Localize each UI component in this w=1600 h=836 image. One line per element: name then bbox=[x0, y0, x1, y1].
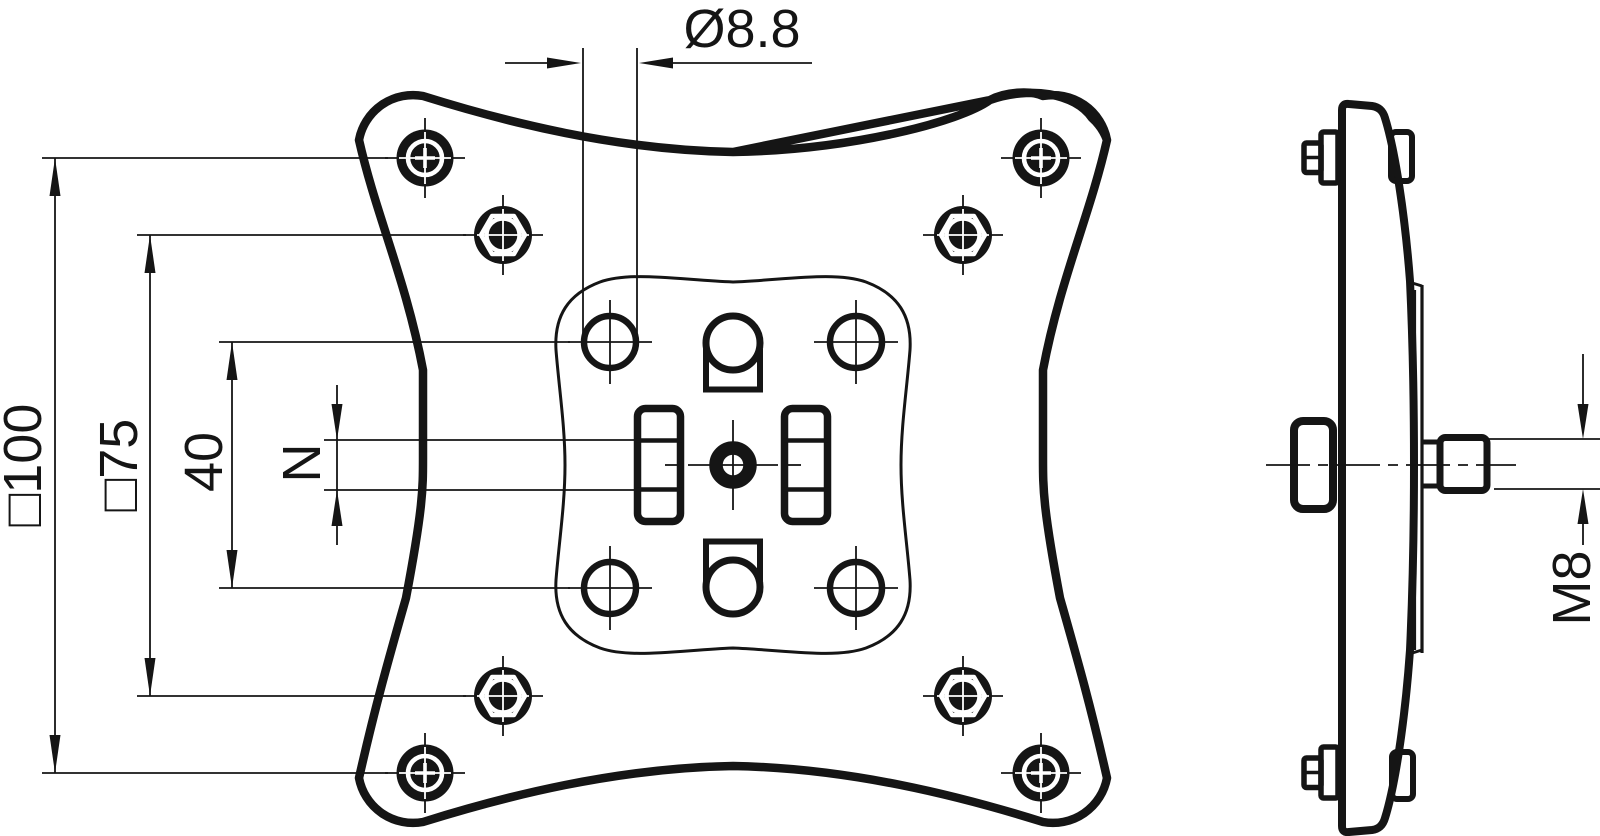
inner-hole-bottom-right bbox=[814, 546, 898, 630]
vesa100-screw-top-right bbox=[1001, 118, 1081, 198]
side-top-clip bbox=[1388, 129, 1415, 184]
dim-label-thread: M8 bbox=[1542, 550, 1600, 625]
dimension-inner-spacing: 40 bbox=[174, 341, 570, 589]
side-bottom-clip bbox=[1389, 749, 1416, 802]
vesa75-screw-top-left bbox=[463, 195, 543, 275]
side-view bbox=[1266, 99, 1516, 836]
dimension-middle-square: □75 bbox=[89, 234, 466, 697]
vesa100-screw-bottom-right bbox=[1001, 733, 1081, 813]
main-plate-outline bbox=[354, 88, 1112, 828]
keyhole-slot-top bbox=[702, 312, 764, 393]
m8-stud bbox=[1422, 434, 1491, 494]
slot-right bbox=[780, 404, 832, 526]
vesa75-screw-bottom-right bbox=[923, 656, 1003, 736]
inner-hole-top-right bbox=[814, 300, 898, 384]
center-pivot-hole bbox=[665, 420, 801, 510]
vesa100-screw-bottom-left bbox=[385, 733, 465, 813]
dim-label-inner-spacing: 40 bbox=[174, 432, 234, 492]
side-bottom-screw bbox=[1301, 744, 1341, 801]
dim-label-middle-square: □75 bbox=[89, 419, 149, 512]
inner-hole-bottom-left bbox=[568, 546, 652, 630]
vesa100-screw-top-left bbox=[385, 118, 465, 198]
dimension-outer-square: □100 bbox=[0, 157, 388, 774]
front-view bbox=[354, 88, 1112, 828]
dim-label-hole-diameter: Ø8.8 bbox=[683, 0, 800, 59]
dimension-hole-diameter: Ø8.8 bbox=[505, 0, 812, 340]
keyhole-slot-bottom bbox=[702, 538, 764, 618]
side-inner-plate-edge bbox=[1408, 280, 1424, 656]
dim-label-slot-width: N bbox=[272, 444, 332, 483]
side-plate-profile bbox=[1338, 99, 1418, 836]
vesa75-screw-top-right bbox=[923, 195, 1003, 275]
dimension-thread: M8 bbox=[1488, 354, 1600, 626]
inner-hole-top-left bbox=[568, 300, 652, 384]
side-top-screw bbox=[1301, 129, 1341, 186]
dimension-slot-width: N bbox=[272, 385, 634, 545]
inner-plate-outline bbox=[554, 275, 912, 655]
vesa75-screw-bottom-left bbox=[463, 656, 543, 736]
dim-label-outer-square: □100 bbox=[0, 404, 53, 527]
slot-left bbox=[633, 404, 685, 526]
